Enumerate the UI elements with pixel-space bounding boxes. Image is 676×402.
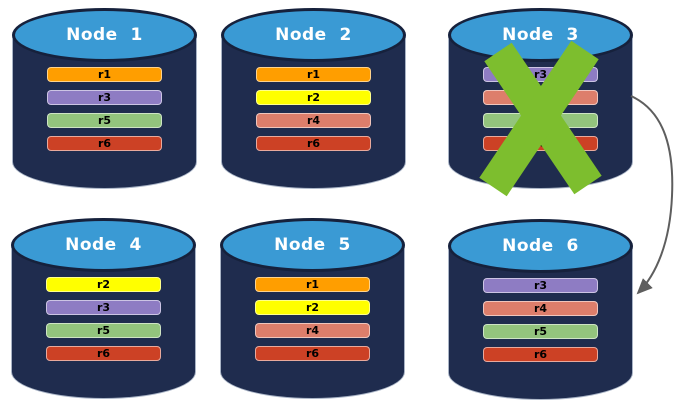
- node-2: Node 2 r1 r2 r4 r6: [221, 8, 406, 189]
- replica-label: r5: [96, 324, 111, 337]
- replica-label: r2: [305, 301, 320, 314]
- cylinder-top: Node 5: [220, 218, 405, 272]
- replica-label: r6: [306, 137, 321, 150]
- replica-bar: r5: [46, 323, 161, 338]
- node-title: Node 5: [274, 235, 351, 255]
- node-title: Node 4: [65, 235, 142, 255]
- replica-label: r6: [97, 137, 112, 150]
- replica-label: r2: [96, 278, 111, 291]
- replica-bar: r1: [256, 67, 371, 82]
- replica-label: r4: [305, 324, 320, 337]
- replica-bar: r3: [47, 90, 162, 105]
- node-4: Node 4 r2 r3 r5 r6: [11, 218, 196, 399]
- cylinder-top: Node 1: [12, 8, 197, 62]
- cylinder-top: Node 4: [11, 218, 196, 272]
- replica-bar: r3: [46, 300, 161, 315]
- replica-label: r3: [533, 279, 548, 292]
- replica-list: r2 r3 r5 r6: [46, 277, 161, 369]
- replica-label: r6: [305, 347, 320, 360]
- replica-label: r2: [306, 91, 321, 104]
- replica-bar: r6: [483, 347, 598, 362]
- node-title: Node 2: [275, 25, 352, 45]
- replica-label: r6: [533, 348, 548, 361]
- replica-bar: r6: [256, 136, 371, 151]
- replica-label: r1: [306, 68, 321, 81]
- replica-label: r3: [533, 68, 548, 81]
- node-title: Node 6: [502, 236, 579, 256]
- replica-bar: r6: [46, 346, 161, 361]
- replica-label: r6: [96, 347, 111, 360]
- node-title: Node 1: [66, 25, 143, 45]
- node-6: Node 6 r3 r4 r5 r6: [448, 219, 633, 400]
- replica-bar: r2: [256, 90, 371, 105]
- cylinder-top: Node 2: [221, 8, 406, 62]
- replica-bar: r6: [47, 136, 162, 151]
- cylinder-top: Node 3: [448, 8, 633, 62]
- replica-bar: r1: [47, 67, 162, 82]
- replica-list: r1 r2 r4 r6: [256, 67, 371, 159]
- replica-bar: r5: [483, 324, 598, 339]
- replica-bar: r4: [483, 301, 598, 316]
- cylinder-top: Node 6: [448, 219, 633, 273]
- node-title: Node 3: [502, 25, 579, 45]
- replica-bar: r3: [483, 278, 598, 293]
- node-5: Node 5 r1 r2 r4 r6: [220, 218, 405, 399]
- replica-bar: r6: [255, 346, 370, 361]
- replica-bar: r2: [46, 277, 161, 292]
- replica-bar: r2: [255, 300, 370, 315]
- replica-bar: r4: [256, 113, 371, 128]
- replica-label: r3: [97, 91, 112, 104]
- failure-x-icon: [479, 40, 602, 197]
- replica-label: r1: [305, 278, 320, 291]
- replica-label: r1: [97, 68, 112, 81]
- replica-list: r1 r2 r4 r6: [255, 277, 370, 369]
- replica-list: r1 r3 r5 r6: [47, 67, 162, 159]
- replica-label: r5: [533, 325, 548, 338]
- replica-list: r3 r4 r5 r6: [483, 278, 598, 370]
- replica-label: r4: [306, 114, 321, 127]
- node-3: Node 3 r3 r4 r5 r6: [448, 8, 633, 197]
- replica-bar: r5: [47, 113, 162, 128]
- replica-label: r3: [96, 301, 111, 314]
- replica-bar: r4: [255, 323, 370, 338]
- replica-label: r5: [97, 114, 112, 127]
- x-stroke: [479, 40, 599, 197]
- failover-arrow-path: [630, 95, 674, 295]
- replica-label: r4: [533, 302, 548, 315]
- node-1: Node 1 r1 r3 r5 r6: [12, 8, 197, 189]
- replica-bar: r1: [255, 277, 370, 292]
